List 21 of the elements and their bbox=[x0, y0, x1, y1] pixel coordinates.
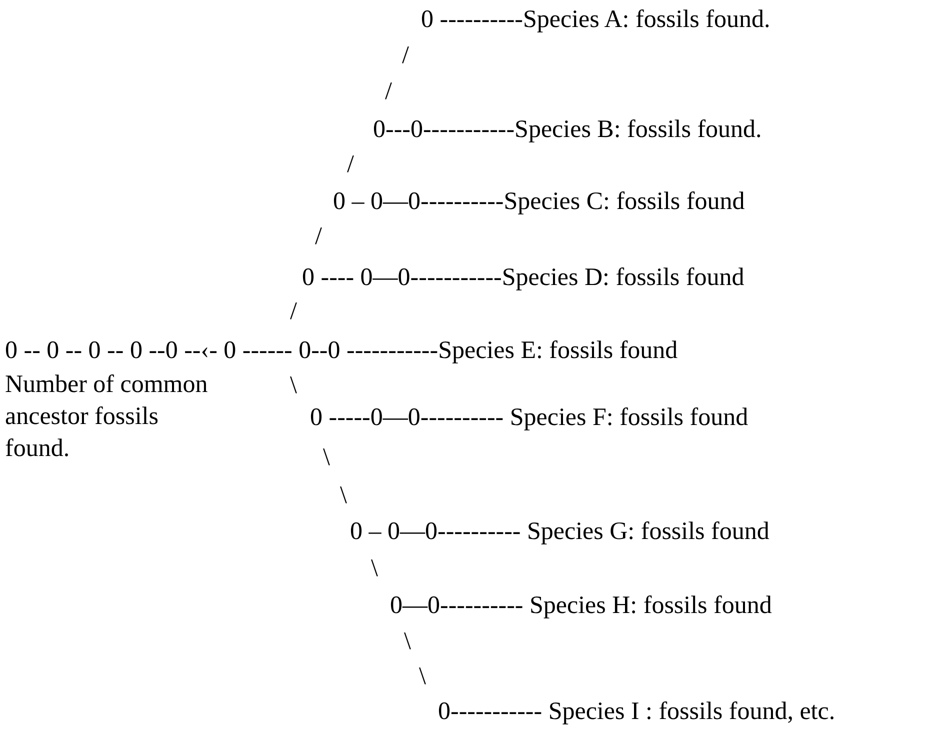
branch-text: 0 -----0—0---------- Species F: fossils found bbox=[310, 403, 748, 433]
branch-text: 0—0---------- Species H: fossils found bbox=[390, 591, 772, 621]
branch-text: 0 ---- 0—0-----------Species D: fossils found bbox=[302, 263, 744, 293]
branch-stroke: \ bbox=[419, 662, 426, 692]
branch-stroke: / bbox=[315, 222, 322, 252]
branch-stroke: / bbox=[347, 150, 354, 180]
branch-text: 0 – 0—0----------Species C: fossils found bbox=[333, 187, 745, 217]
branch-stroke: \ bbox=[404, 627, 411, 657]
branch-text: 0----------- Species I : fossils found, etc. bbox=[438, 697, 836, 727]
branch-text: 0 -- 0 -- 0 -- 0 --0 --‹- 0 ------ 0--0 -----------Species E: fossils found bbox=[5, 336, 678, 366]
branch-text: 0 – 0—0---------- Species G: fossils found bbox=[350, 517, 770, 547]
branch-stroke: \ bbox=[323, 443, 330, 473]
branch-stroke: / bbox=[290, 297, 297, 327]
branch-stroke: \ bbox=[371, 554, 378, 584]
branch-stroke: \ bbox=[340, 481, 347, 511]
ancestor-note: Number of common ancestor fossils found. bbox=[5, 370, 209, 464]
branch-stroke: / bbox=[385, 77, 392, 107]
branch-stroke: \ bbox=[290, 371, 297, 401]
branch-stroke: / bbox=[402, 41, 409, 71]
branch-text: 0 ----------Species A: fossils found. bbox=[421, 5, 770, 35]
branch-text: 0---0-----------Species B: fossils found. bbox=[373, 115, 762, 145]
